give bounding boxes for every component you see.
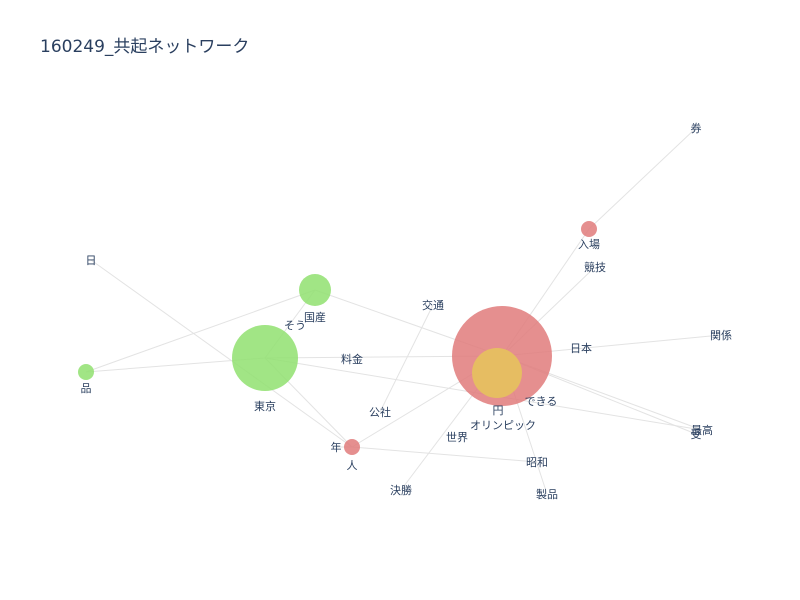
node-label-公社: 公社 bbox=[369, 405, 391, 419]
node-label-国産: 国産 bbox=[304, 311, 326, 324]
edge-日-人 bbox=[90, 259, 353, 448]
node-label-入場: 入場 bbox=[578, 238, 600, 251]
node-label-東京: 東京 bbox=[254, 399, 276, 413]
node-label-受: 受 bbox=[691, 428, 702, 441]
node-label-日: 日 bbox=[86, 254, 97, 267]
node-国産[interactable] bbox=[299, 274, 331, 306]
edge-人-昭和 bbox=[351, 446, 538, 463]
node-label-年: 年 bbox=[331, 440, 342, 454]
node-label-できる: できる bbox=[525, 395, 558, 408]
node-label-競技: 競技 bbox=[584, 260, 606, 274]
node-label-人: 人 bbox=[347, 459, 358, 472]
edge-入場-券 bbox=[588, 127, 697, 230]
node-東京[interactable] bbox=[232, 325, 298, 391]
node-label-券: 券 bbox=[691, 121, 702, 135]
node-label-品: 品 bbox=[81, 382, 92, 395]
edge-交通-公社 bbox=[379, 304, 434, 413]
node-label-円: 円 bbox=[493, 404, 504, 417]
node-label-昭和: 昭和 bbox=[526, 456, 548, 469]
node-label-製品: 製品 bbox=[536, 487, 558, 501]
node-品[interactable] bbox=[78, 364, 94, 380]
node-label-オリンピック: オリンピック bbox=[470, 419, 536, 432]
node-label-交通: 交通 bbox=[422, 298, 444, 312]
node-label-関係: 関係 bbox=[710, 329, 732, 342]
node-label-決勝: 決勝 bbox=[390, 483, 412, 497]
node-入場[interactable] bbox=[581, 221, 597, 237]
node-label-世界: 世界 bbox=[446, 431, 468, 444]
edges-layer bbox=[85, 127, 722, 495]
node-オリンピック[interactable] bbox=[472, 348, 522, 398]
node-人[interactable] bbox=[344, 439, 360, 455]
node-label-そう: そう bbox=[284, 319, 306, 332]
node-label-料金: 料金 bbox=[341, 352, 363, 366]
chart-title: 160249_共起ネットワーク bbox=[40, 37, 250, 57]
node-label-日本: 日本 bbox=[570, 341, 592, 355]
edge-国産-品 bbox=[85, 289, 316, 373]
nodes-layer bbox=[78, 221, 597, 455]
node-label-最高: 最高 bbox=[691, 423, 713, 437]
